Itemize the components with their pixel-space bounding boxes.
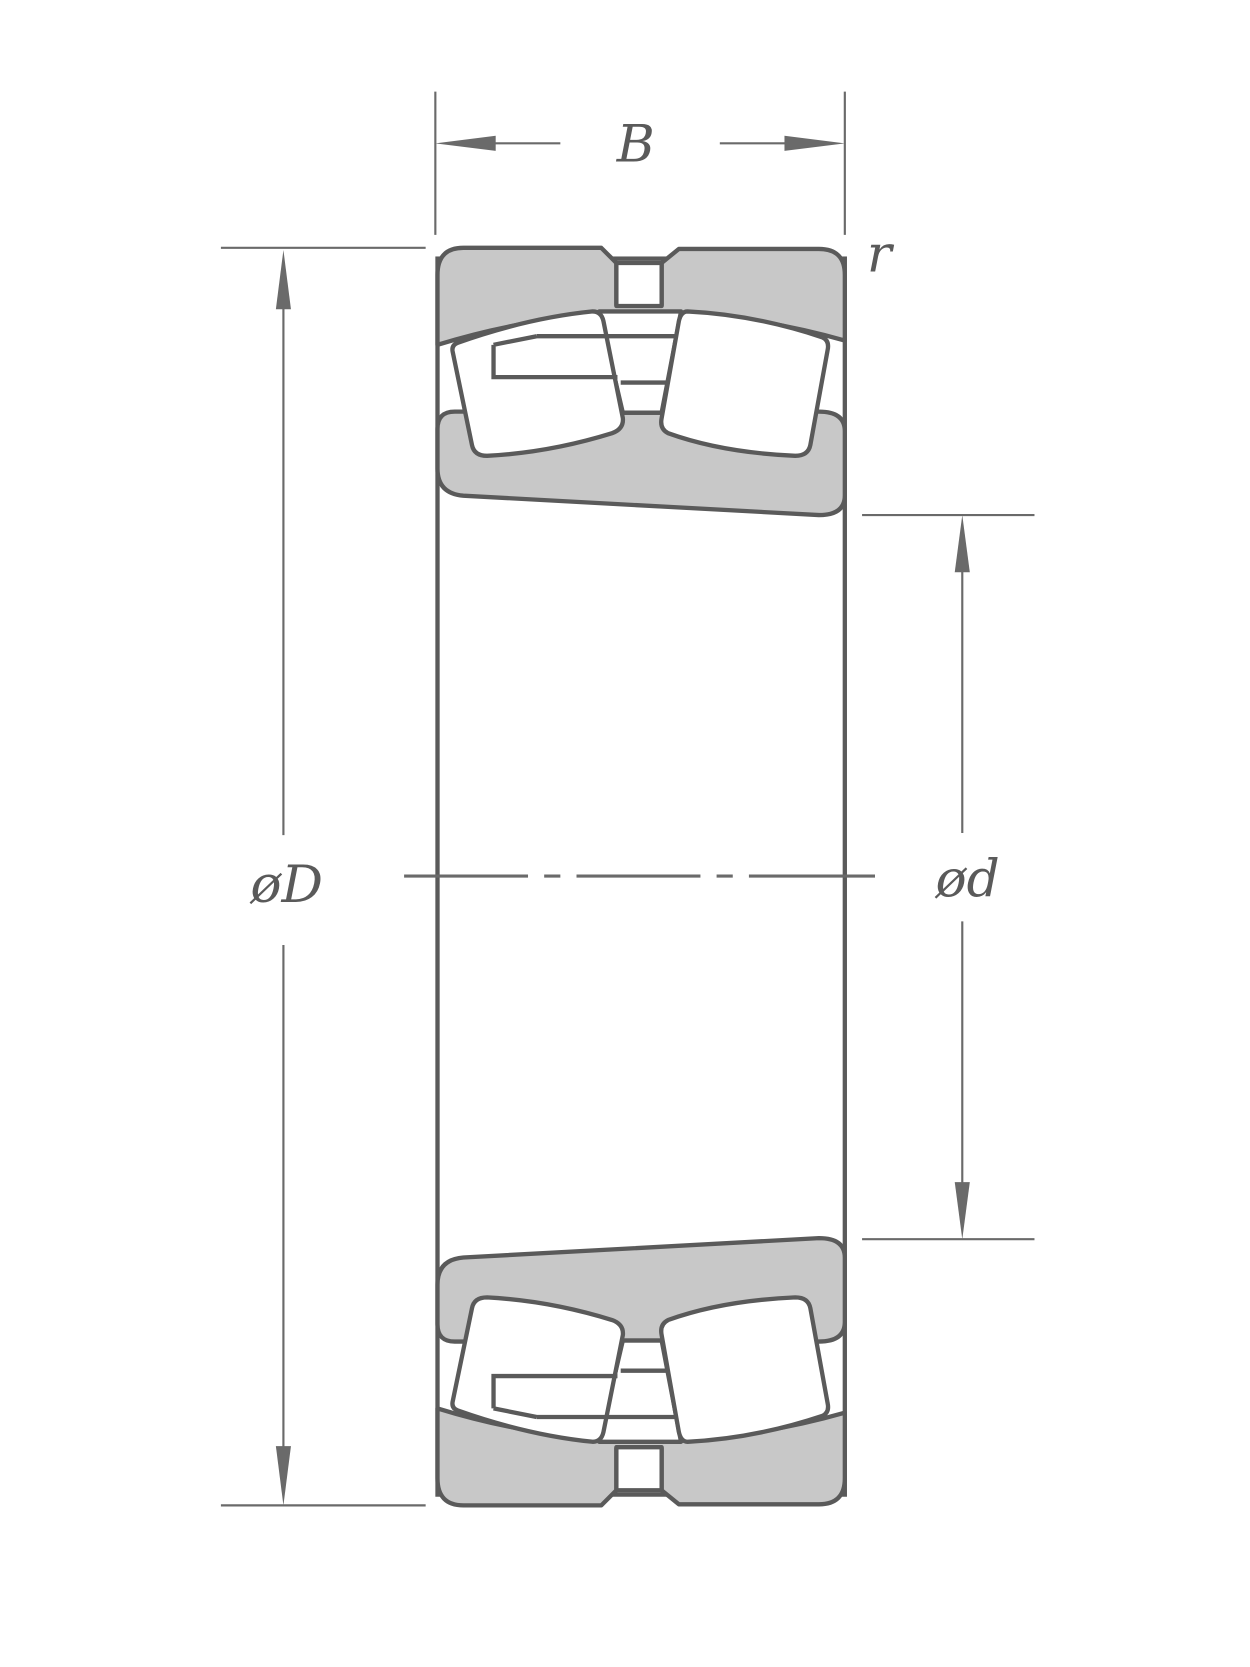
outer-diameter-label: øD — [249, 855, 323, 915]
arrow-left-icon — [435, 135, 496, 151]
arrow-up-icon — [275, 249, 291, 310]
arrow-down-icon — [275, 1446, 291, 1506]
bearing-bottom-half — [438, 1238, 845, 1505]
arrow-up-icon — [954, 515, 970, 573]
chamfer-label: r — [867, 225, 895, 285]
width-label: B — [616, 115, 655, 175]
arrow-right-icon — [784, 135, 845, 151]
arrow-down-icon — [954, 1182, 970, 1240]
bearing-top-half — [438, 248, 845, 515]
dimensions — [220, 91, 1035, 1507]
bore-diameter-label: ød — [935, 850, 1000, 910]
